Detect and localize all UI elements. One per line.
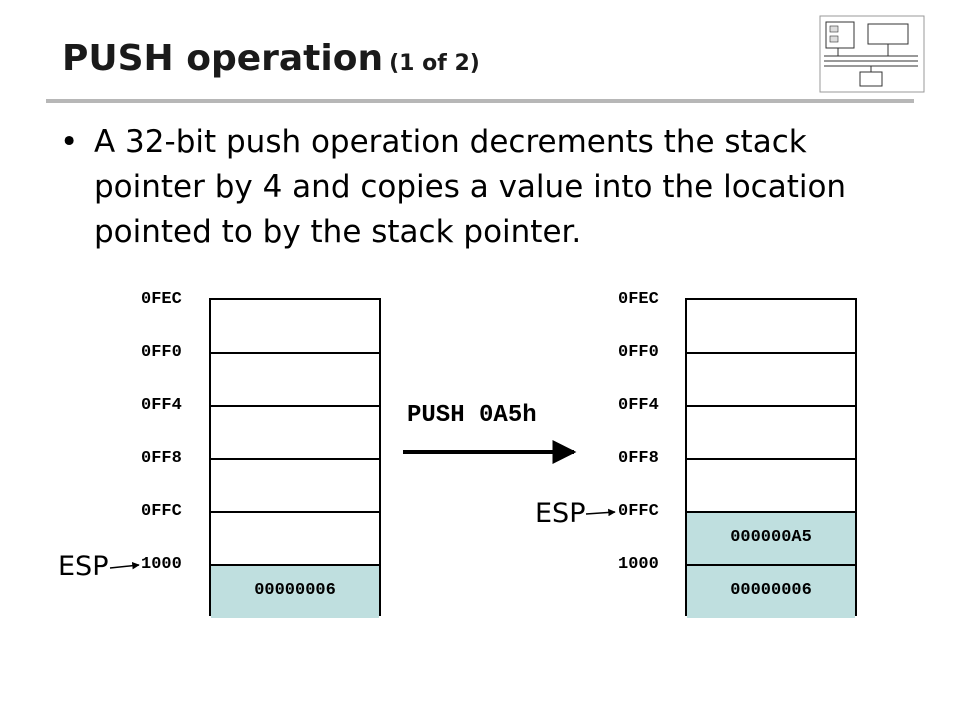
right-stack: 000000A5 00000006 bbox=[685, 298, 857, 618]
left-esp-pointer-arrow bbox=[109, 561, 140, 570]
cell-divider bbox=[211, 511, 379, 513]
right-stack-value-1000: 00000006 bbox=[730, 581, 812, 600]
right-address-label: 0FFC bbox=[618, 502, 659, 521]
page-title: PUSH operation(1 of 2) bbox=[62, 38, 480, 79]
right-address-label: 0FF0 bbox=[618, 343, 659, 362]
cell-divider bbox=[687, 511, 855, 513]
right-stack-cell-1000 bbox=[687, 565, 855, 618]
cell-divider bbox=[687, 405, 855, 407]
left-address-label: 0FEC bbox=[141, 290, 182, 309]
left-stack-value-1000: 00000006 bbox=[254, 581, 336, 600]
left-stack-cell-1000 bbox=[211, 565, 379, 618]
right-stack-cell-0ffc bbox=[687, 512, 855, 565]
cell-divider bbox=[211, 405, 379, 407]
bullet-marker: • bbox=[60, 124, 79, 160]
operation-label: PUSH 0A5h bbox=[407, 402, 537, 429]
right-esp-label: ESP bbox=[535, 498, 586, 529]
right-esp-pointer-arrow bbox=[585, 508, 616, 517]
left-stack: 00000006 bbox=[209, 298, 381, 618]
cell-divider bbox=[211, 564, 379, 566]
left-address-label: 1000 bbox=[141, 555, 182, 574]
cell-divider bbox=[687, 352, 855, 354]
cell-divider bbox=[687, 564, 855, 566]
right-address-label: 1000 bbox=[618, 555, 659, 574]
cell-divider bbox=[211, 458, 379, 460]
right-address-label: 0FF4 bbox=[618, 396, 659, 415]
left-address-label: 0FF8 bbox=[141, 449, 182, 468]
right-stack-value-0ffc: 000000A5 bbox=[730, 528, 812, 547]
computer-architecture-logo bbox=[819, 15, 925, 93]
left-address-label: 0FF4 bbox=[141, 396, 182, 415]
left-address-label: 0FF0 bbox=[141, 343, 182, 362]
right-address-label: 0FF8 bbox=[618, 449, 659, 468]
cell-divider bbox=[687, 458, 855, 460]
title-main: PUSH operation bbox=[62, 38, 384, 79]
cell-divider bbox=[211, 352, 379, 354]
title-sub: (1 of 2) bbox=[389, 51, 480, 76]
left-address-label: 0FFC bbox=[141, 502, 182, 521]
right-address-label: 0FEC bbox=[618, 290, 659, 309]
bullet-text: A 32-bit push operation decrements the s… bbox=[94, 124, 847, 250]
title-divider bbox=[46, 99, 914, 103]
left-esp-label: ESP bbox=[58, 551, 109, 582]
bullet-item: • A 32-bit push operation decrements the… bbox=[60, 120, 880, 255]
